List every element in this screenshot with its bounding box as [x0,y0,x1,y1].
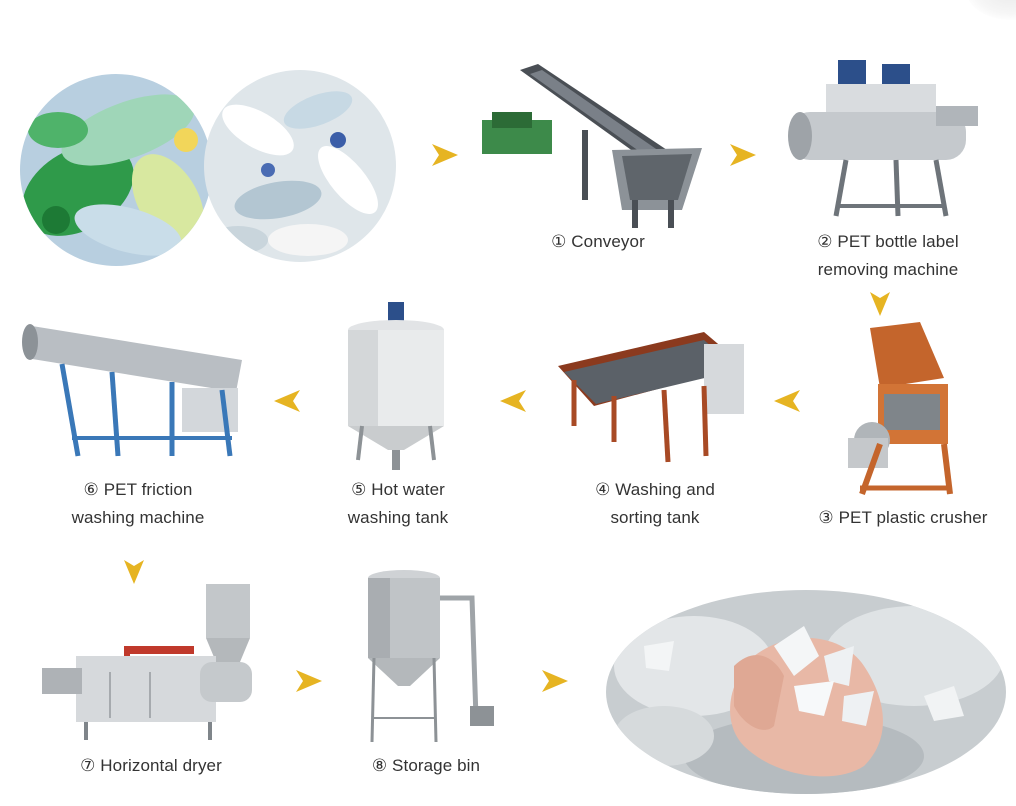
label-remover-image [786,56,986,226]
caption-line: ⑦ Horizontal dryer [80,756,222,775]
arrow-down-1 [868,290,892,318]
storage-bin-image [360,568,510,746]
caption-washing-sorting-tank: ④ Washing and sorting tank [570,476,740,532]
caption-friction-washer: ⑥ PET friction washing machine [40,476,236,532]
caption-line: ⑧ Storage bin [371,756,481,775]
caption-hot-water-tank: ⑤ Hot water washing tank [314,476,482,532]
arrow-right-1 [430,142,460,168]
corner-shadow [966,0,1016,20]
caption-line: ③ PET plastic crusher [818,508,988,527]
arrow-left-3 [272,388,302,414]
caption-horizontal-dryer: ⑦ Horizontal dryer [56,752,246,780]
caption-line: ① Conveyor [551,232,645,251]
horizontal-dryer-image [40,582,260,742]
arrow-left-2 [498,388,528,414]
pet-bottles-photo [18,70,402,266]
arrow-right-4 [540,668,570,694]
arrow-right-3 [294,668,324,694]
caption-line: removing machine [817,260,959,279]
caption-line: ⑤ Hot water [351,480,445,499]
caption-line: ② PET bottle label [817,232,959,251]
caption-conveyor: ① Conveyor [500,228,696,256]
caption-crusher: ③ PET plastic crusher [800,504,1006,532]
caption-line: washing tank [347,508,449,527]
pet-flakes-photo [604,586,1008,798]
arrow-down-2 [122,558,146,586]
caption-label-remover: ② PET bottle label removing machine [786,228,990,284]
caption-line: washing machine [71,508,205,527]
caption-storage-bin: ⑧ Storage bin [346,752,506,780]
arrow-left-1 [772,388,802,414]
crusher-image [840,318,960,498]
caption-line: ④ Washing and [595,480,715,499]
conveyor-image [482,60,704,230]
caption-line: sorting tank [610,508,700,527]
hot-water-tank-image [344,300,448,472]
arrow-right-2 [728,142,758,168]
washing-sorting-tank-image [554,326,748,466]
friction-washer-image [22,320,246,460]
caption-line: ⑥ PET friction [83,480,193,499]
